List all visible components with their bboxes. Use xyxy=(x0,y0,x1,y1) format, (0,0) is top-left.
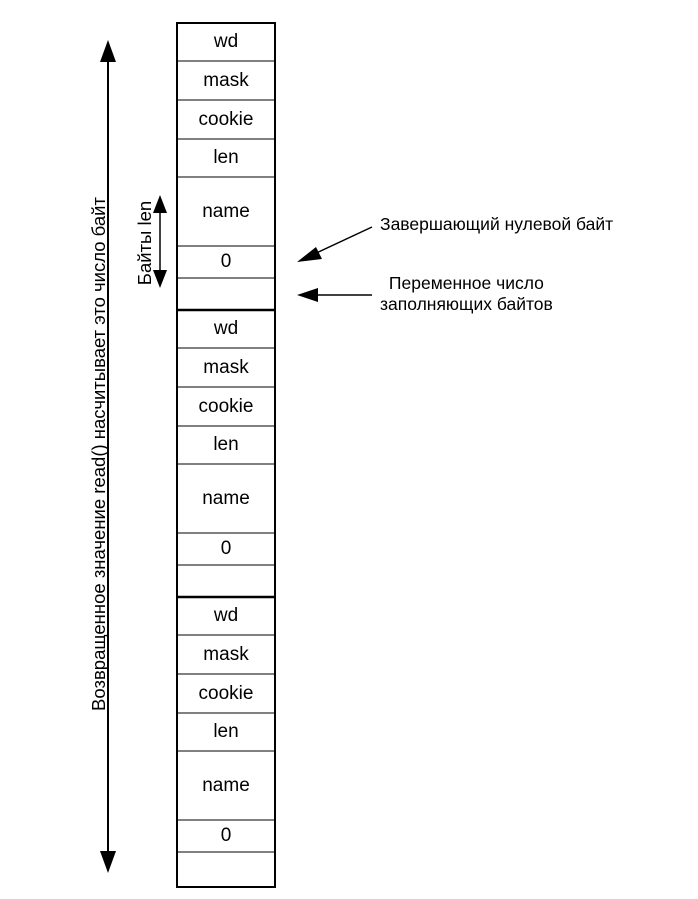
padding-cell xyxy=(177,278,275,310)
padding-cell xyxy=(177,565,275,597)
mask-cell: mask xyxy=(203,643,249,665)
null-byte-cell: 0 xyxy=(220,538,232,559)
name-cell: name xyxy=(202,487,250,509)
name-bytes-label: Байты len xyxy=(134,200,155,286)
len-cell: len xyxy=(213,721,239,742)
name-cell: name xyxy=(202,774,250,796)
cookie-cell: cookie xyxy=(198,682,254,704)
total-bytes-arrow xyxy=(100,40,116,873)
mask-cell: mask xyxy=(203,69,249,91)
wd-cell: wd xyxy=(213,31,239,52)
null-byte-cell: 0 xyxy=(220,251,232,272)
terminating-null-label: Завершающий нулевой байт xyxy=(380,214,614,234)
len-cell: len xyxy=(213,434,239,455)
padding-label-line2: заполняющих байтов xyxy=(380,294,553,314)
cookie-cell: cookie xyxy=(198,395,254,417)
null-byte-cell: 0 xyxy=(220,825,232,846)
name-bytes-arrow xyxy=(153,195,167,288)
name-cell: name xyxy=(202,200,250,222)
total-bytes-label: Возвращенное значение read() насчитывает… xyxy=(88,197,109,711)
len-cell: len xyxy=(213,147,239,168)
wd-cell: wd xyxy=(213,318,239,339)
padding-label: Переменное число заполняющих байтов xyxy=(380,273,553,315)
cookie-cell: cookie xyxy=(198,108,254,130)
padding-cell xyxy=(177,852,275,884)
wd-cell: wd xyxy=(213,605,239,626)
mask-cell: mask xyxy=(203,356,249,378)
event-stack-border xyxy=(176,22,276,888)
null-byte-arrow xyxy=(297,226,373,262)
event-stack: wd mask cookie len name 0 wd mask cookie len name 0… xyxy=(177,23,275,887)
padding-label-line1: Переменное число xyxy=(388,273,544,293)
padding-arrow xyxy=(297,288,372,302)
